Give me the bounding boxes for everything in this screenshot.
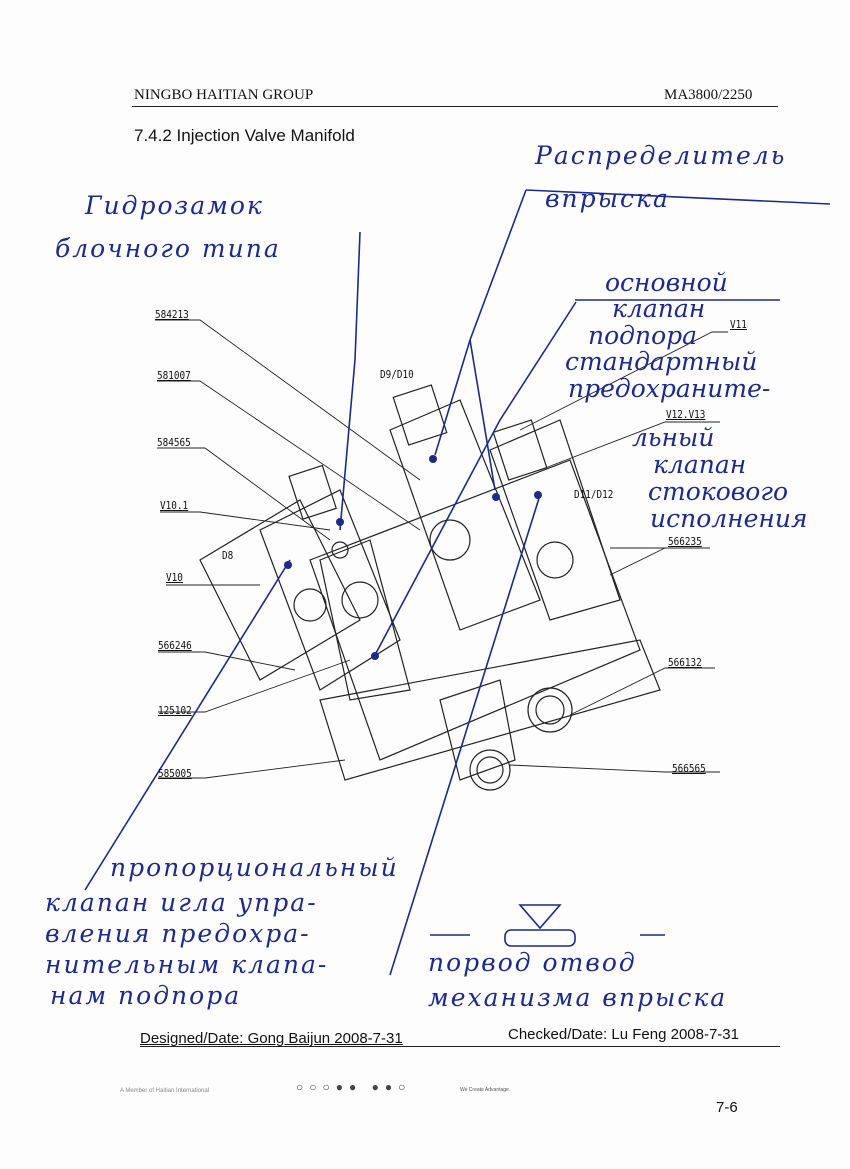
note-relief-3: подпора	[588, 321, 698, 350]
header-rule	[132, 106, 778, 107]
part-label-584565: 584565	[157, 436, 191, 449]
note-relief-6: льный	[632, 423, 715, 452]
part-label-v11: V11	[730, 318, 747, 331]
note-hydrolock-1: Гидрозамок	[85, 191, 264, 220]
manifold-body	[199, 384, 661, 791]
note-distributor-2: впрыска	[545, 184, 670, 213]
note-relief-8: стокового	[648, 477, 789, 506]
part-label-125102: 125102	[158, 704, 192, 717]
part-label-584213: 584213	[155, 308, 189, 321]
logo-circles: ○○○●● ●●○	[296, 1080, 412, 1094]
part-label-566235: 566235	[668, 535, 702, 548]
checked-by: Checked/Date: Lu Feng 2008-7-31	[508, 1026, 739, 1043]
note-proportional-2: клапан игла упра-	[45, 888, 318, 917]
footer-rule	[140, 1046, 780, 1047]
part-label-v10: V10	[166, 571, 183, 584]
note-proportional-3: вления предохра-	[45, 919, 311, 948]
header-company: NINGBO HAITIAN GROUP	[134, 87, 314, 103]
note-hydrolock-2: блочного типа	[55, 234, 281, 263]
section-title: 7.4.2 Injection Valve Manifold	[134, 126, 355, 145]
page-number: 7-6	[716, 1099, 738, 1116]
note-relief-2: клапан	[612, 294, 706, 323]
designed-by: Designed/Date: Gong Baijun 2008-7-31	[140, 1030, 403, 1047]
slogan-text: We Create Advantage.	[460, 1087, 511, 1093]
note-relief-7: клапан	[653, 450, 747, 479]
header-model: MA3800/2250	[664, 87, 753, 103]
note-relief-1: основной	[605, 268, 728, 297]
note-distributor-1: Распределитель	[535, 141, 787, 170]
part-label-v12-v13: V12.V13	[666, 408, 706, 421]
note-proportional-1: пропорциональный	[110, 853, 399, 882]
part-label-d8: D8	[222, 549, 234, 562]
note-relief-4: стандартный	[565, 347, 758, 376]
handwritten-dots	[284, 455, 542, 660]
part-label-v10-1: V10.1	[160, 499, 189, 512]
member-text: A Member of Haitian International	[120, 1088, 210, 1094]
handwritten-pointer-lines	[84, 189, 831, 976]
note-proportional-5: нам подпора	[50, 981, 242, 1010]
part-label-585005: 585005	[158, 767, 192, 780]
leader-lines	[155, 319, 728, 779]
part-label-581007: 581007	[157, 369, 191, 382]
part-label-d9-d10: D9/D10	[380, 368, 414, 381]
note-proportional-4: нительным клапа-	[45, 950, 329, 979]
part-label-566246: 566246	[158, 639, 192, 652]
part-label-566565: 566565	[672, 762, 706, 775]
note-port-2: механизма впрыска	[428, 983, 728, 1012]
note-relief-9: исполнения	[650, 504, 808, 533]
note-port-1: порвод отвод	[428, 948, 637, 977]
note-relief-5: предохраните-	[568, 374, 771, 403]
part-label-d11-d12: D11/D12	[574, 488, 614, 501]
part-label-566132: 566132	[668, 656, 702, 669]
